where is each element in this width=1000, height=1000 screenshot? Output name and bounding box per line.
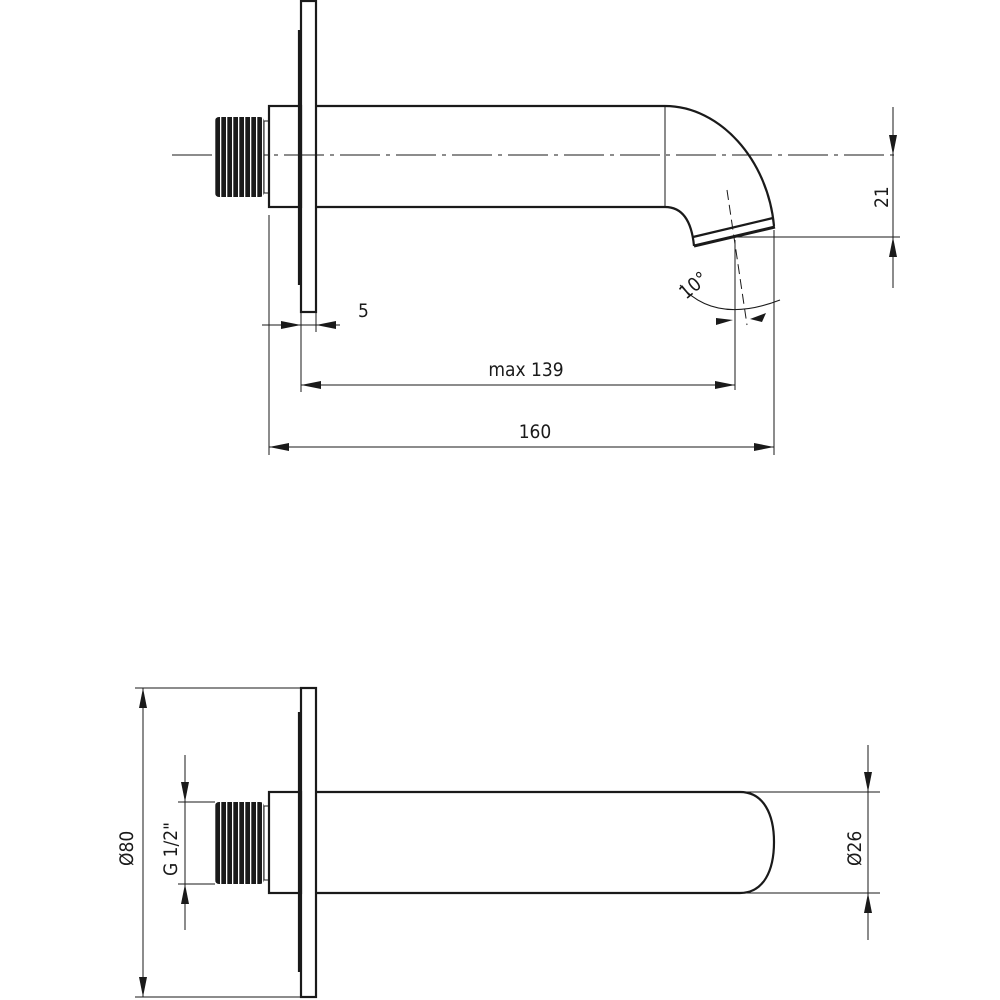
thread-ring (263, 120, 270, 194)
spout-outer (316, 104, 776, 227)
length-label: 160 (519, 421, 552, 443)
hub (267, 104, 303, 209)
hub (267, 790, 303, 895)
arrow (181, 782, 189, 802)
spout-inner (316, 205, 696, 247)
angle-label: 10° (675, 268, 712, 304)
arrow (750, 313, 766, 322)
arrow (754, 443, 774, 451)
arrow (715, 381, 735, 389)
flange-diameter-label: Ø80 (116, 831, 138, 866)
outlet-axis (726, 189, 748, 326)
side-view: 10° 21 5 max 139 160 (172, 0, 900, 455)
arrow (716, 318, 733, 325)
wall-flange (299, 0, 318, 314)
projection-label: max 139 (488, 359, 563, 381)
arrow (281, 321, 301, 329)
wall-label: 5 (358, 300, 369, 322)
arrow (889, 237, 897, 257)
arrow (864, 772, 872, 792)
angle-arc (679, 284, 781, 311)
outlet-face (693, 225, 776, 248)
arrow (269, 443, 289, 451)
drop-label: 21 (871, 186, 893, 208)
thread (215, 117, 264, 197)
arrow (139, 977, 147, 997)
arrow (181, 884, 189, 904)
spout (316, 790, 776, 895)
thread-label: G 1/2" (160, 822, 182, 876)
arrow (864, 893, 872, 913)
wall-flange (299, 686, 318, 999)
top-view: Ø80 G 1/2" Ø26 (116, 686, 880, 999)
arrow (301, 381, 321, 389)
thread (215, 802, 264, 884)
arrow (316, 321, 336, 329)
arrow (889, 135, 897, 155)
thread-ring (263, 805, 270, 881)
arrow (139, 688, 147, 708)
spout-diameter-label: Ø26 (844, 831, 866, 866)
